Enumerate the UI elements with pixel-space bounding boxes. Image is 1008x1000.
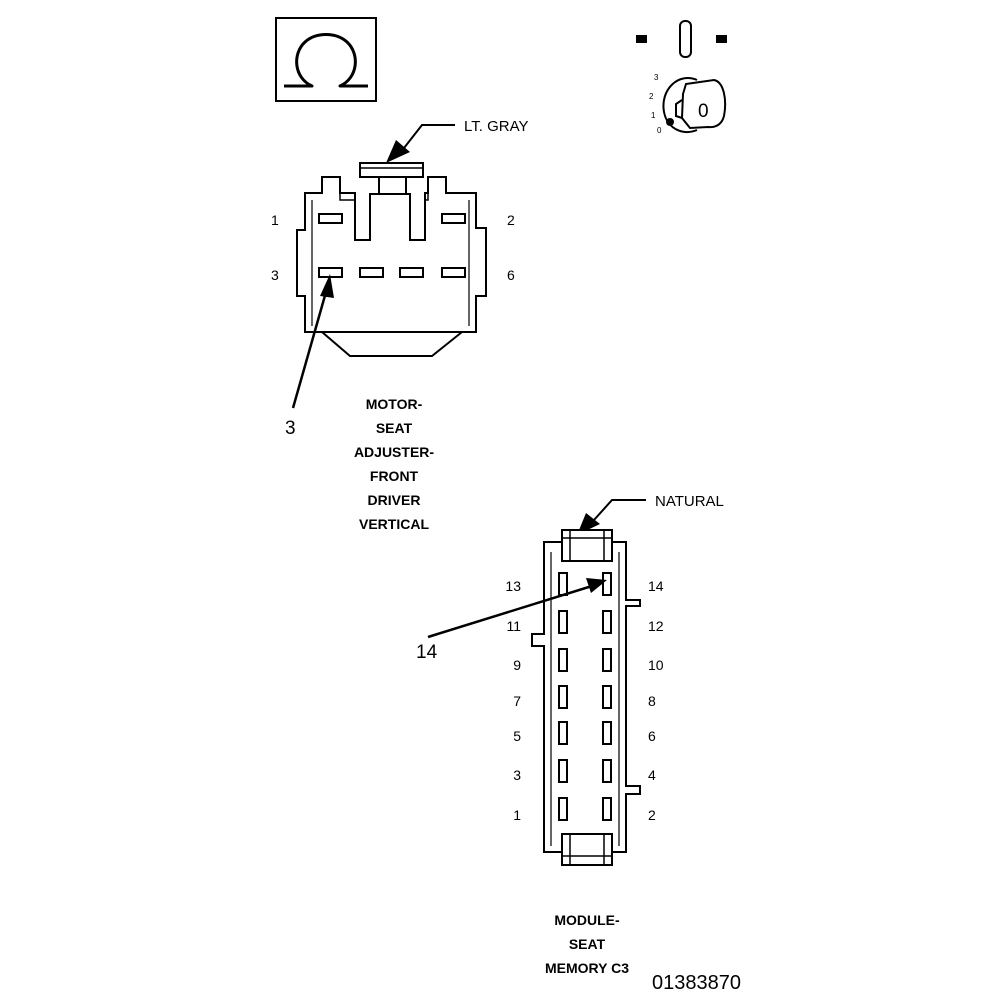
ignition-switch-icon: 0 3 2 1 0 xyxy=(636,20,727,135)
lock-center-tab xyxy=(378,176,407,195)
ignition-key-icon xyxy=(680,78,727,130)
connector1-cavity xyxy=(441,213,466,224)
natural-leader-line xyxy=(593,499,646,521)
pin-label: 1 xyxy=(513,807,521,823)
connector2-cavity xyxy=(558,610,568,634)
connector-title: VERTICAL xyxy=(359,516,429,532)
connector-title: SEAT xyxy=(376,420,413,436)
pin-label: 6 xyxy=(648,728,656,744)
connector2-cavities xyxy=(558,572,612,821)
lt-gray-arrowhead xyxy=(386,140,410,163)
pin-label: 11 xyxy=(506,618,521,634)
connector2-cavity xyxy=(602,572,612,596)
connector2-cavity xyxy=(602,721,612,745)
ignition-slot-right xyxy=(716,35,727,43)
connector-title: MOTOR- xyxy=(366,396,423,412)
connector2-cavity xyxy=(558,797,568,821)
ohmmeter-symbol xyxy=(275,17,377,102)
ohm-icon xyxy=(284,33,368,88)
ignition-pointer-dot xyxy=(666,118,674,126)
pin-label: 4 xyxy=(648,767,656,783)
connector1-lock-top xyxy=(359,162,424,178)
connector2-cavity xyxy=(602,685,612,709)
connector2-cavity xyxy=(558,721,568,745)
latch-left xyxy=(339,193,355,201)
pin-label: 7 xyxy=(513,693,521,709)
connector2-cavity xyxy=(558,759,568,783)
ignition-pos-2: 2 xyxy=(649,92,654,101)
ignition-pos-1: 1 xyxy=(651,111,656,120)
wire-color-label: NATURAL xyxy=(655,493,724,510)
ohm-symbol-frame xyxy=(275,17,377,102)
pin-label: 2 xyxy=(648,807,656,823)
connector-title: MODULE- xyxy=(554,912,620,928)
pin-label: 14 xyxy=(648,578,664,594)
pin14-callout-line xyxy=(427,584,593,639)
figure-id: 01383870 xyxy=(652,972,741,994)
ignition-pos-3: 3 xyxy=(654,73,659,82)
pin-label: 9 xyxy=(513,657,521,673)
connector2-cavity xyxy=(602,759,612,783)
connector-title: ADJUSTER- xyxy=(354,444,434,460)
ignition-cylinder xyxy=(662,77,698,133)
pin-label: 2 xyxy=(507,212,515,228)
connector1-body xyxy=(296,176,487,333)
connector2-cavity xyxy=(558,572,568,596)
latch-right xyxy=(425,193,429,201)
key-blade-edge xyxy=(675,99,683,119)
pin-label: 6 xyxy=(507,267,515,283)
pin-label: 3 xyxy=(271,267,279,283)
connector1-cavity xyxy=(318,213,343,224)
pin-callout-number: 3 xyxy=(285,418,296,439)
pin-label: 1 xyxy=(271,212,279,228)
wire-color-label: LT. GRAY xyxy=(464,118,528,135)
connector2-cavity xyxy=(558,648,568,672)
pin-callout-number: 14 xyxy=(416,642,438,663)
connector-motor-seat-adjuster: LT. GRAY 1 2 3 6 3 MOTOR- SEAT ADJUST xyxy=(271,118,528,532)
connector1-cavity xyxy=(359,267,384,278)
connector2-cavity xyxy=(602,610,612,634)
connector2-cavity xyxy=(602,797,612,821)
pin-label: 10 xyxy=(648,657,664,673)
connector-title: SEAT xyxy=(569,936,606,952)
pin-label: 3 xyxy=(513,767,521,783)
ignition-key-glyph: 0 xyxy=(698,101,709,122)
pin-label: 5 xyxy=(513,728,521,744)
pin3-callout-arrowhead xyxy=(320,274,334,298)
pin-label: 12 xyxy=(648,618,664,634)
pin3-callout-line xyxy=(291,291,328,409)
connector-title: MEMORY C3 xyxy=(545,960,629,976)
connector2-cavity xyxy=(558,685,568,709)
connector1-cavity xyxy=(441,267,466,278)
ignition-slot-center xyxy=(679,20,692,58)
ignition-slot-left xyxy=(636,35,647,43)
lt-gray-leader-line xyxy=(403,124,455,149)
pin-label: 8 xyxy=(648,693,656,709)
connector1-cavity xyxy=(399,267,424,278)
connector2-cavity xyxy=(602,648,612,672)
connector1-skirt xyxy=(321,331,463,357)
connector1-cavity xyxy=(318,267,343,278)
pin14-callout-arrowhead xyxy=(586,578,607,593)
connector-title: DRIVER xyxy=(368,492,421,508)
connector-title: FRONT xyxy=(370,468,419,484)
connector-module-seat-memory: NATURAL xyxy=(416,493,724,976)
ignition-pos-0: 0 xyxy=(657,126,662,135)
pin-label: 13 xyxy=(505,578,521,594)
